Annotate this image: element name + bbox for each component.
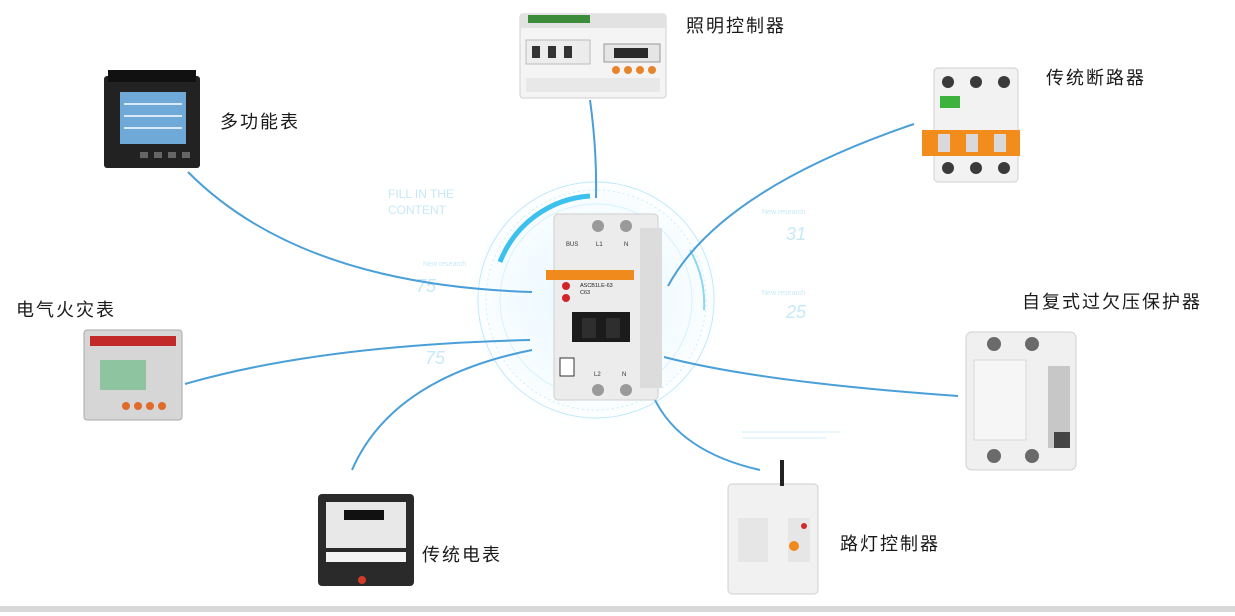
connector-auto-reset-relay	[663, 356, 959, 397]
center-terminal-n-top: N	[624, 242, 628, 248]
label-traditional-breaker: 传统断路器	[1046, 68, 1146, 89]
traditional-breaker-image	[922, 67, 1020, 183]
central-smart-breaker-image: BUS L1 N ASCB1LE-63 C63 L2 N	[546, 213, 662, 401]
center-rating: C63	[580, 290, 590, 296]
center-model: ASCB1LE-63	[580, 283, 613, 289]
connector-multifunction-meter	[187, 171, 533, 293]
lighting-controller-image	[519, 13, 667, 99]
hud-caption-left: New research	[423, 261, 466, 268]
label-street-light-controller: 路灯控制器	[840, 534, 940, 555]
hud-fill-line2: CONTENT	[388, 203, 447, 217]
label-auto-reset-protector: 自复式过欠压保护器	[1022, 292, 1202, 313]
hud-arc-right	[689, 249, 706, 311]
hud-num-left-top: 75	[416, 276, 437, 296]
connector-lighting-controller	[589, 99, 598, 199]
auto-reset-protector-image	[965, 331, 1077, 471]
electrical-fire-meter-image	[83, 329, 183, 421]
hud-caption-right-bottom: New research	[762, 290, 805, 297]
hud-num-left-bottom: 75	[425, 348, 446, 368]
traditional-meter-image	[318, 494, 414, 586]
connectors	[184, 99, 959, 471]
multifunction-meter-image	[104, 70, 200, 168]
center-terminal-l1: L1	[596, 242, 603, 248]
center-terminal-n-bottom: N	[622, 372, 626, 378]
hud-caption-right-top: New research	[762, 209, 805, 216]
label-lighting-controller: 照明控制器	[686, 16, 786, 37]
connector-traditional-breaker	[667, 123, 915, 287]
bottom-divider	[0, 606, 1235, 612]
hud-num-right-bottom: 25	[785, 302, 807, 322]
connector-electrical-fire-meter	[184, 339, 531, 385]
street-light-controller-image	[727, 460, 819, 595]
label-multifunction-meter: 多功能表	[220, 112, 300, 133]
connector-traditional-meter	[351, 349, 533, 471]
hud-fill-line1: FILL IN THE	[388, 187, 454, 201]
hud-arc-strong	[497, 193, 591, 263]
hud-ring-dashed	[485, 189, 707, 411]
label-traditional-meter: 传统电表	[422, 545, 502, 566]
center-terminal-bus: BUS	[566, 242, 578, 248]
hud-num-right-top: 31	[786, 224, 806, 244]
label-electrical-fire-meter: 电气火灾表	[16, 300, 116, 321]
connector-street-light-controller	[653, 397, 761, 471]
center-terminal-l2: L2	[594, 372, 601, 378]
